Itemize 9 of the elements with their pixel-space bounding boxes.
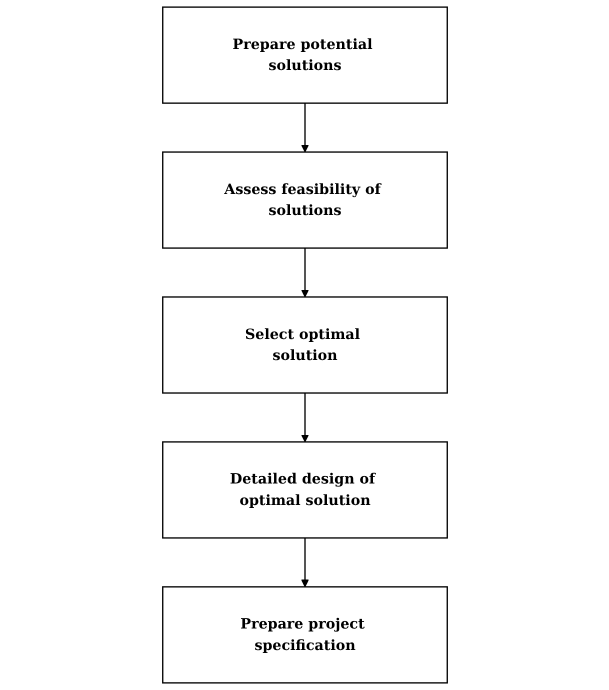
node-box: Select optimal solution — [162, 296, 448, 394]
node-box: Prepare project specification — [162, 586, 448, 684]
node-box: Prepare potential solutions — [162, 6, 448, 104]
node-box: Detailed design of optimal solution — [162, 441, 448, 539]
arrow — [300, 248, 308, 298]
arrow — [300, 103, 308, 152]
arrow — [300, 538, 308, 588]
node-box: Assess feasibility of solutions — [162, 151, 448, 249]
arrow — [300, 393, 308, 442]
